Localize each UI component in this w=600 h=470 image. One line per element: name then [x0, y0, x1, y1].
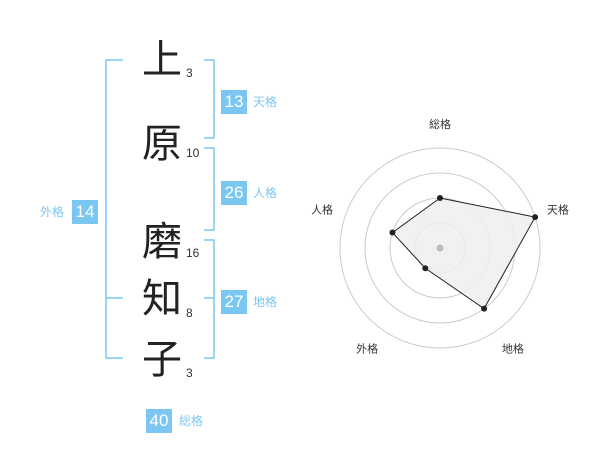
chikaku-label: 地格	[253, 295, 278, 309]
tenkaku-badge: 13	[221, 90, 247, 114]
name-char-3: 磨	[142, 219, 182, 265]
chikaku-bracket	[204, 239, 215, 359]
gaikaku-bracket	[105, 59, 123, 359]
radar-point-2	[532, 214, 539, 221]
radar-point-4	[422, 265, 429, 272]
chikaku-badge: 27	[221, 290, 247, 314]
stroke-count-3: 16	[186, 246, 200, 260]
stroke-count-2: 10	[186, 146, 200, 160]
name-char-4: 知	[142, 276, 182, 322]
name-char-2: 原	[142, 121, 182, 167]
name-char-1: 上	[142, 37, 182, 83]
stroke-count-5: 3	[186, 366, 193, 380]
tenkaku-label: 天格	[253, 95, 278, 109]
radar-ring-4	[339, 147, 541, 349]
stroke-count-4: 8	[186, 306, 193, 320]
radar-point-1	[437, 195, 443, 201]
tenkaku-bracket	[204, 59, 215, 139]
soukaku-badge: 40	[146, 409, 172, 433]
name-char-5: 子	[142, 337, 182, 383]
radar-point-3	[481, 305, 488, 312]
soukaku-label: 総格	[179, 414, 204, 428]
radar-axis-label-2: 天格	[547, 203, 569, 217]
radar-polygon	[391, 197, 536, 310]
radar-point-5	[389, 229, 396, 236]
radar-axis-label-5: 人格	[311, 203, 333, 217]
gaikaku-badge: 14	[72, 200, 98, 224]
radar-axis-label-1: 総格	[429, 117, 451, 131]
jinkaku-badge: 26	[221, 181, 247, 205]
gaikaku-label: 外格	[40, 205, 65, 219]
radar-axis-label-4: 外格	[356, 341, 378, 355]
radar-center	[436, 244, 444, 252]
jinkaku-bracket	[204, 147, 215, 231]
jinkaku-label: 人格	[253, 186, 278, 200]
stroke-count-1: 3	[186, 66, 193, 80]
radar-axis-label-3: 地格	[502, 341, 524, 355]
